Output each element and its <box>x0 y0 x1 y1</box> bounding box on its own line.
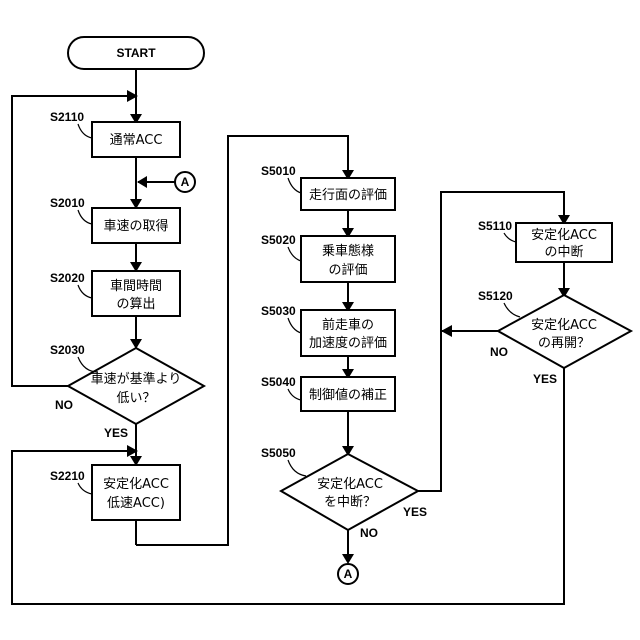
leader-s5040 <box>288 389 301 400</box>
step-s5110: 安定化ACC の中断 <box>516 223 612 262</box>
label-s2020: S2020 <box>50 271 85 285</box>
s5120-text-1: 安定化ACC <box>531 318 597 333</box>
s2020-text-2: の算出 <box>116 297 155 312</box>
step-s5040: 制御値の補正 <box>301 377 395 411</box>
s2030-yes-label: YES <box>104 426 128 440</box>
s2030-text-1: 車速が基準より <box>91 371 182 387</box>
label-s5120: S5120 <box>478 289 513 303</box>
s5050-no-label: NO <box>360 526 378 540</box>
step-s2210: 安定化ACC 低速ACC) <box>92 465 180 520</box>
step-s2020: 車間時間 の算出 <box>92 271 180 316</box>
s5050-diamond <box>281 454 418 530</box>
s5050-yes-label: YES <box>403 505 427 519</box>
s2210-text-2: 低速ACC) <box>107 496 165 511</box>
step-s2010: 車速の取得 <box>92 208 180 243</box>
start-label: START <box>116 46 156 60</box>
leader-s2030 <box>78 357 98 372</box>
s5110-text-2: の中断 <box>544 245 583 260</box>
arrow-s5120-no <box>441 325 452 337</box>
s5120-no-label: NO <box>490 345 508 359</box>
label-s2010: S2010 <box>50 196 85 210</box>
leader-s5010 <box>288 178 301 193</box>
decision-s5050: 安定化ACC を中断？ <box>281 454 418 530</box>
s2030-no-label: NO <box>55 398 73 412</box>
label-s5020: S5020 <box>261 233 296 247</box>
arrow-from-connector <box>137 176 147 188</box>
connector-a-bottom: A <box>338 564 358 584</box>
leader-s5110 <box>504 233 516 242</box>
s2010-text-1: 車速の取得 <box>103 218 168 234</box>
s2210-box <box>92 465 180 520</box>
connector-a-bottom-label: A <box>344 567 353 581</box>
label-s5010: S5010 <box>261 164 296 178</box>
s2210-text-1: 安定化ACC <box>103 477 169 492</box>
s5120-text-2: の再開？ <box>538 336 590 351</box>
label-s2110: S2110 <box>50 110 84 124</box>
leader-s2010 <box>78 210 92 224</box>
s2030-text-2: 低い？ <box>116 391 155 406</box>
s5050-text-2: を中断？ <box>324 495 376 510</box>
label-s5050: S5050 <box>261 446 296 460</box>
leader-s5050 <box>288 460 306 476</box>
label-s2030: S2030 <box>50 343 85 357</box>
connector-a-left: A <box>175 172 195 192</box>
s5020-text-2: の評価 <box>328 263 367 278</box>
s5050-text-1: 安定化ACC <box>317 477 383 492</box>
leader-s2210 <box>78 483 92 494</box>
decision-s2030: 車速が基準より 低い？ <box>68 348 204 424</box>
s2110-text-1: 通常ACC <box>110 133 163 148</box>
s5010-text-1: 走行面の評価 <box>309 188 387 203</box>
step-s5010: 走行面の評価 <box>301 178 395 210</box>
s5120-yes-label: YES <box>533 372 557 386</box>
label-s5040: S5040 <box>261 375 296 389</box>
leader-s2110 <box>78 124 92 138</box>
label-s2210: S2210 <box>50 469 85 483</box>
label-s5110: S5110 <box>478 219 512 233</box>
s5030-text-2: 加速度の評価 <box>309 335 387 351</box>
leader-s5020 <box>288 247 301 261</box>
leader-s5030 <box>288 318 301 333</box>
leader-s5120 <box>504 303 520 317</box>
s5030-text-1: 前走車の <box>322 317 374 333</box>
s2020-text-1: 車間時間 <box>110 279 162 294</box>
s5020-text-1: 乗車態様 <box>322 243 374 259</box>
step-s5020: 乗車態様 の評価 <box>301 236 395 282</box>
connector-a-left-label: A <box>181 175 190 189</box>
leader-s2020 <box>78 285 92 298</box>
step-s5030: 前走車の 加速度の評価 <box>301 310 395 356</box>
label-s5030: S5030 <box>261 304 296 318</box>
s5110-text-1: 安定化ACC <box>531 228 597 243</box>
s5040-text-1: 制御値の補正 <box>309 387 387 403</box>
step-s2110: 通常ACC <box>92 122 180 157</box>
decision-s5120: 安定化ACC の再開？ <box>498 295 631 368</box>
start-terminal: START <box>68 37 204 69</box>
arrow-into-connector <box>342 554 354 564</box>
